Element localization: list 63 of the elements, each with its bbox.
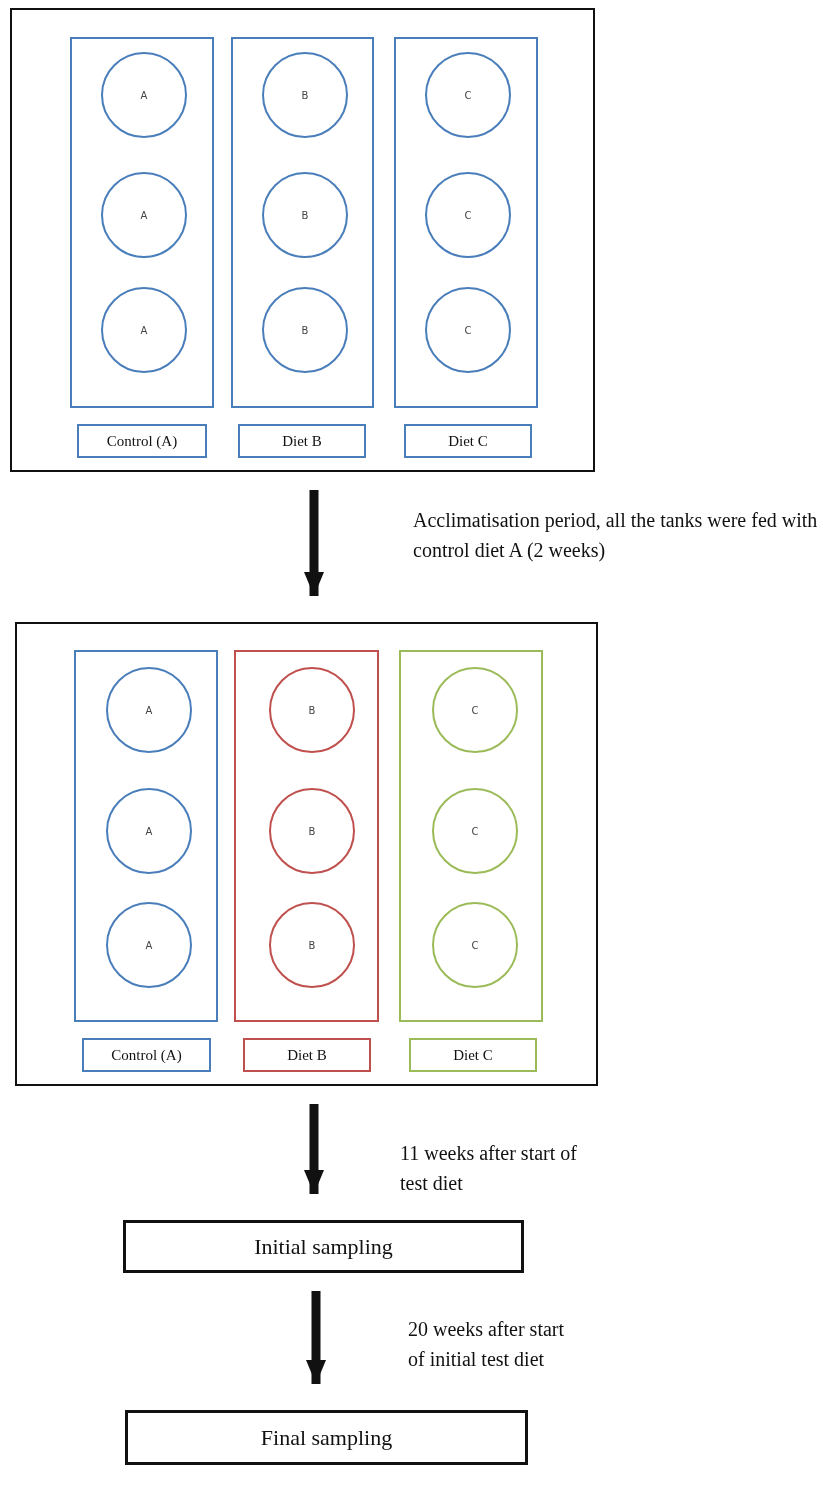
label-text: C — [464, 324, 472, 336]
process-box — [123, 1220, 524, 1273]
tank-circle — [425, 287, 511, 373]
label-text: C — [464, 89, 472, 101]
tank-circle — [432, 902, 518, 988]
group-label-box — [238, 424, 366, 458]
label-text: A — [145, 939, 153, 951]
label-text: Diet B — [282, 432, 322, 450]
tank-circle — [262, 287, 348, 373]
label-text: B — [301, 89, 309, 101]
label-text: A — [145, 825, 153, 837]
label-text: B — [301, 209, 309, 221]
label-text: Control (A) — [106, 432, 178, 450]
arrow — [304, 1104, 324, 1194]
label-text: C — [471, 939, 479, 951]
tank-circle — [269, 788, 355, 874]
tank-circle — [425, 52, 511, 138]
tank-circle — [432, 788, 518, 874]
tank-circle — [262, 52, 348, 138]
group-label-box — [404, 424, 532, 458]
tank-circle — [432, 667, 518, 753]
label-text: B — [308, 825, 316, 837]
label-text: Initial sampling — [254, 1233, 393, 1260]
label-text: B — [308, 939, 316, 951]
tank-circle — [269, 667, 355, 753]
tank-circle — [262, 172, 348, 258]
tank-group-box — [399, 650, 543, 1022]
tank-circle — [425, 172, 511, 258]
tank-group-box — [231, 37, 374, 408]
arrow — [304, 490, 324, 596]
group-label-box — [243, 1038, 371, 1072]
label-text: Diet C — [453, 1046, 493, 1064]
tank-circle — [101, 52, 187, 138]
label-text: A — [145, 704, 153, 716]
group-label-box — [77, 424, 207, 458]
label-text: Diet B — [287, 1046, 327, 1064]
label-text: A — [140, 209, 148, 221]
label-text: B — [308, 704, 316, 716]
tank-circle — [106, 788, 192, 874]
label-text: A — [140, 89, 148, 101]
label-text: Final sampling — [260, 1424, 393, 1451]
label-text: C — [464, 209, 472, 221]
tank-panel — [10, 8, 595, 472]
tank-circle — [106, 667, 192, 753]
tank-group-box — [70, 37, 214, 408]
tank-circle — [101, 172, 187, 258]
label-text: B — [301, 324, 309, 336]
tank-group-box — [74, 650, 218, 1022]
label-text: C — [471, 704, 479, 716]
tank-circle — [269, 902, 355, 988]
arrow — [306, 1291, 326, 1384]
tank-panel — [15, 622, 598, 1086]
tank-group-box — [394, 37, 538, 408]
label-text: Diet C — [448, 432, 488, 450]
group-label-box — [82, 1038, 211, 1072]
process-box — [125, 1410, 528, 1465]
tank-circle — [101, 287, 187, 373]
group-label-box — [409, 1038, 537, 1072]
label-text: C — [471, 825, 479, 837]
tank-circle — [106, 902, 192, 988]
label-text: Control (A) — [111, 1046, 182, 1064]
tank-group-box — [234, 650, 379, 1022]
label-text: A — [140, 324, 148, 336]
